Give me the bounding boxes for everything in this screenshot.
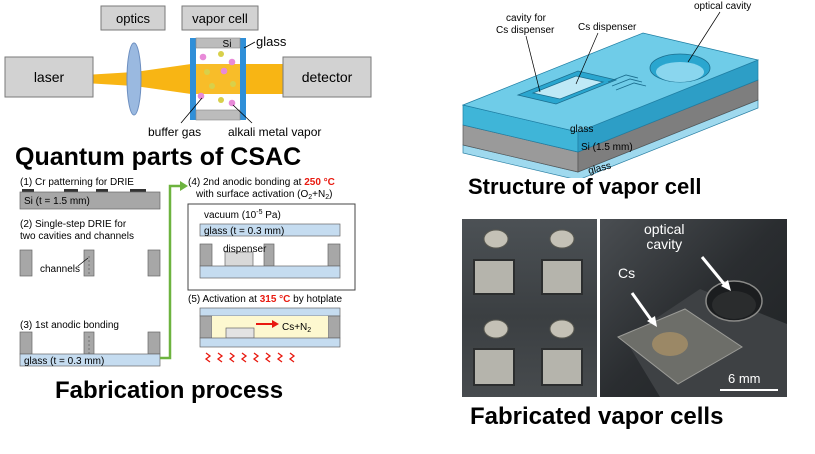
vacuum-chamber	[187, 203, 356, 291]
optics-label: optics	[116, 11, 150, 26]
vapor-cell-box	[181, 5, 259, 31]
left-photo-cells	[473, 229, 583, 386]
cs-n2-label: Cs+N2	[282, 322, 311, 334]
photo-right: optical cavity Cs 6 mm	[600, 219, 787, 397]
photos-title: Fabricated vapor cells	[470, 403, 724, 430]
cell-inner-beam	[196, 64, 240, 94]
cs-photo-label: Cs	[618, 265, 636, 281]
step5-top-glass	[199, 307, 341, 317]
buffer-gas-label: buffer gas	[148, 125, 201, 139]
lens	[126, 42, 142, 116]
detector-label: detector	[302, 69, 353, 85]
cell-glass-left	[190, 38, 196, 120]
vapor-cell-label: vapor cell	[192, 11, 248, 26]
step1-si-label: Si (t = 1.5 mm)	[24, 196, 90, 207]
step3-glass	[19, 353, 161, 367]
step5-bottom-glass	[199, 337, 341, 348]
step3-label: (3) 1st anodic bonding	[20, 320, 119, 331]
laser-beam	[68, 64, 283, 94]
cell-si-top	[195, 37, 241, 49]
step4-label: (4) 2nd anodic bonding at 250 °C	[188, 177, 335, 188]
cs-dispenser-label: Cs dispenser	[578, 22, 637, 33]
laser-label: laser	[34, 69, 65, 85]
channels-label: channels	[40, 264, 80, 275]
step5-label: (5) Activation at 315 °C by hotplate	[188, 294, 343, 305]
step4-si	[199, 243, 341, 267]
step4-top-glass	[199, 223, 341, 237]
right-photo-cs	[652, 332, 688, 356]
glass-top-label: glass	[570, 124, 593, 135]
step1-si-wafer	[19, 191, 161, 210]
step4-bottom-glass	[199, 265, 341, 279]
step2-label-2: two cavities and channels	[20, 231, 134, 242]
optical-cavity-photo-label: optical cavity	[644, 221, 685, 252]
step1-cr-marks	[22, 189, 146, 192]
si-label: Si (1.5 mm)	[581, 142, 633, 153]
optical-arrow	[700, 256, 727, 286]
csac-schematic: optics vapor cell laser Si glass detecto…	[4, 5, 372, 139]
cell-glass-right	[240, 38, 246, 120]
optics-box	[100, 5, 166, 31]
struct-cs-dispenser	[531, 75, 605, 100]
cs-arrow	[630, 292, 654, 322]
step2-label-1: (2) Single-step DRIE for	[20, 219, 127, 230]
vacuum-label: vacuum (10-5 Pa)	[204, 209, 281, 221]
cell-si-bottom	[195, 109, 241, 121]
cavity-for-label-2: Cs dispenser	[496, 25, 555, 36]
hotplate-heat-waves	[204, 352, 296, 363]
optical-cavity-label: optical cavity	[694, 1, 751, 12]
photo-left	[462, 219, 597, 397]
step2-etched-si	[19, 249, 161, 277]
glass-label: glass	[256, 34, 287, 49]
struct-channels	[607, 74, 647, 91]
process-arrow	[160, 184, 180, 360]
alkali-vapor-label: alkali metal vapor	[228, 125, 321, 139]
step5-si	[199, 315, 341, 339]
structure-title: Structure of vapor cell	[468, 174, 702, 199]
vapor-particles	[197, 51, 236, 107]
step5-dispenser	[225, 327, 255, 339]
step3-glass-label: glass (t = 0.3 mm)	[24, 356, 104, 367]
cavity-for-label-1: cavity for	[506, 13, 547, 24]
structure-diagram: cavity for Cs dispenser Cs dispenser opt…	[461, 1, 760, 178]
dispenser-label: dispenser	[223, 244, 267, 255]
fabrication-title: Fabrication process	[55, 377, 284, 404]
fabrication-diagram: (1) Cr patterning for DRIE Si (t = 1.5 m…	[19, 177, 356, 367]
cell-si-label: Si	[223, 39, 232, 50]
scale-label: 6 mm	[728, 371, 761, 386]
glass-bottom-label: glass	[587, 161, 612, 177]
detector-box	[282, 56, 372, 98]
step4-glass-label: glass (t = 0.3 mm)	[204, 226, 284, 237]
step1-label: (1) Cr patterning for DRIE	[20, 177, 134, 188]
step3-si	[19, 331, 161, 355]
step4-label-2: with surface activation (O2+N2)	[195, 189, 332, 201]
csac-title: Quantum parts of CSAC	[15, 143, 302, 171]
laser-box	[4, 56, 94, 98]
